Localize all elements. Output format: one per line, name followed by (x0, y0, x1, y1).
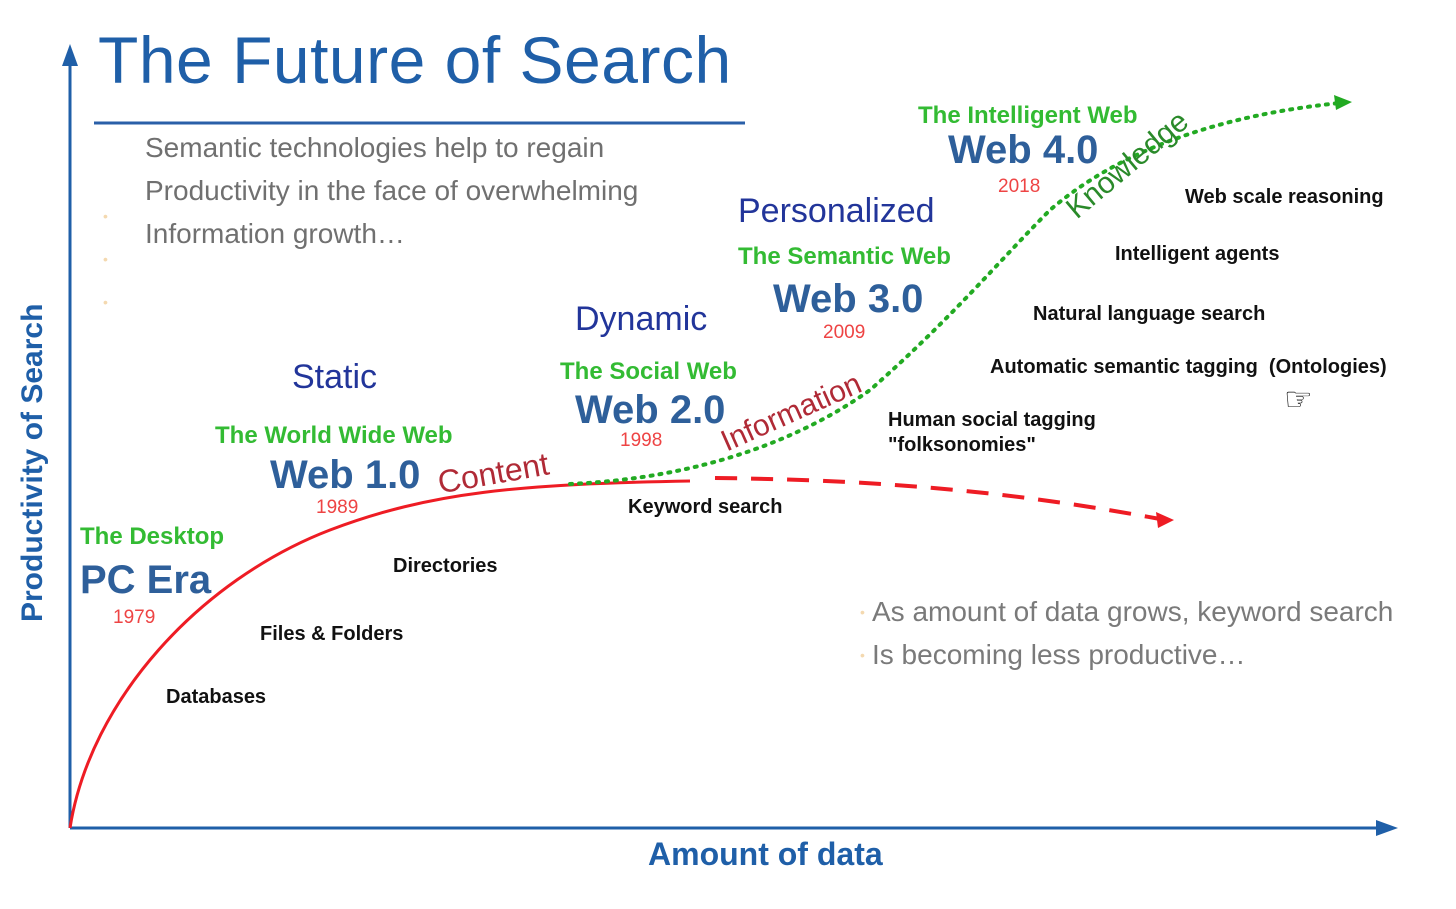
outro-line-1: As amount of data grows, keyword search (872, 596, 1394, 627)
x-axis-arrow (1376, 820, 1398, 836)
era-web1-name: Web 1.0 (270, 453, 421, 497)
red-arrowhead (1156, 512, 1174, 528)
pointing-hand-icon: ☞ (1284, 381, 1313, 417)
intro-line-1: Semantic technologies help to regain (145, 132, 605, 163)
era-web3-adjective: Personalized (738, 192, 935, 230)
era-pc-year: 1979 (113, 607, 156, 628)
green-dotted-curve (568, 101, 1342, 486)
x-axis-label: Amount of data (648, 836, 883, 872)
era-web4-year: 2018 (998, 176, 1041, 197)
intro-line-3: Information growth… (145, 218, 405, 249)
green-arrowhead (1334, 95, 1352, 110)
tech-web-scale-reasoning: Web scale reasoning (1185, 186, 1384, 208)
tech-files-folders: Files & Folders (260, 623, 404, 645)
red-dashed-decline (714, 476, 1161, 521)
era-pc-subtitle: The Desktop (80, 523, 225, 550)
era-web2-year: 1998 (620, 430, 663, 451)
era-web1-subtitle: The World Wide Web (215, 422, 453, 449)
era-web1-year: 1989 (316, 497, 359, 518)
era-web3-subtitle: The Semantic Web (738, 243, 951, 270)
page-title: The Future of Search (98, 23, 732, 97)
tech-keyword-search: Keyword search (628, 496, 783, 518)
era-web3-year: 2009 (823, 322, 866, 343)
tech-natural-language-search: Natural language search (1033, 303, 1266, 325)
tech-human-social-tagging: Human social tagging (888, 409, 1096, 431)
era-web1-adjective: Static (292, 358, 378, 396)
tech-databases: Databases (166, 686, 267, 708)
red-productivity-curve (68, 479, 691, 829)
era-web2-adjective: Dynamic (575, 300, 708, 338)
era-web2-subtitle: The Social Web (560, 358, 737, 385)
era-web3-name: Web 3.0 (773, 277, 924, 321)
y-axis-label: Productivity of Search (16, 303, 49, 622)
tech-automatic-semantic-tagging: Automatic semantic tagging (Ontologies) (990, 356, 1387, 378)
bullet-4: • (860, 604, 865, 620)
bullet-3: • (103, 294, 108, 310)
tech-intelligent-agents: Intelligent agents (1115, 243, 1280, 265)
bullet-1: • (103, 208, 108, 224)
intro-line-2: Productivity in the face of overwhelming (145, 175, 639, 206)
bullet-5: • (860, 647, 865, 663)
y-axis-arrow (62, 44, 78, 66)
tech-folksonomies: "folksonomies" (888, 434, 1036, 456)
outro-line-2: Is becoming less productive… (872, 639, 1246, 670)
bullet-2: • (103, 251, 108, 267)
era-web4-subtitle: The Intelligent Web (918, 102, 1138, 129)
era-web4-name: Web 4.0 (948, 128, 1099, 172)
era-pc-name: PC Era (80, 558, 212, 602)
tech-directories: Directories (393, 555, 498, 577)
era-web2-name: Web 2.0 (575, 388, 726, 432)
